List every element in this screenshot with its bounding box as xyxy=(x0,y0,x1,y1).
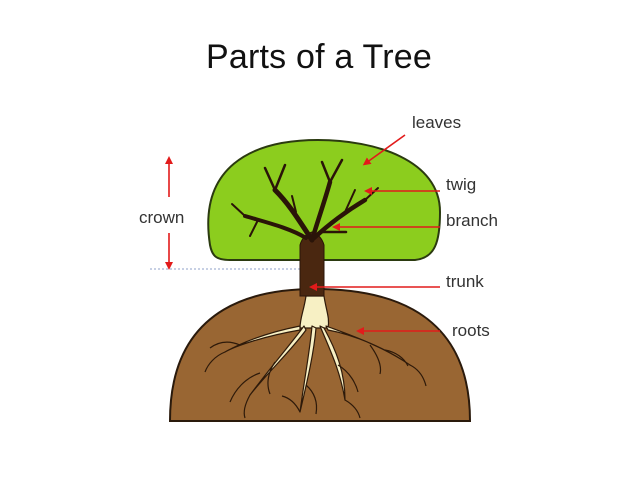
label-leaves: leaves xyxy=(412,113,461,132)
arrow-leaves xyxy=(362,134,406,166)
label-branch: branch xyxy=(446,211,498,230)
page-title: Parts of a Tree xyxy=(206,38,432,76)
pointer-arrows xyxy=(165,134,440,335)
tree-roots xyxy=(224,295,411,413)
root-tendrils xyxy=(204,341,427,419)
tree-branches xyxy=(231,158,379,243)
label-roots: roots xyxy=(452,321,490,340)
label-crown: crown xyxy=(139,208,184,227)
label-twig: twig xyxy=(446,175,476,194)
label-trunk: trunk xyxy=(446,272,484,291)
